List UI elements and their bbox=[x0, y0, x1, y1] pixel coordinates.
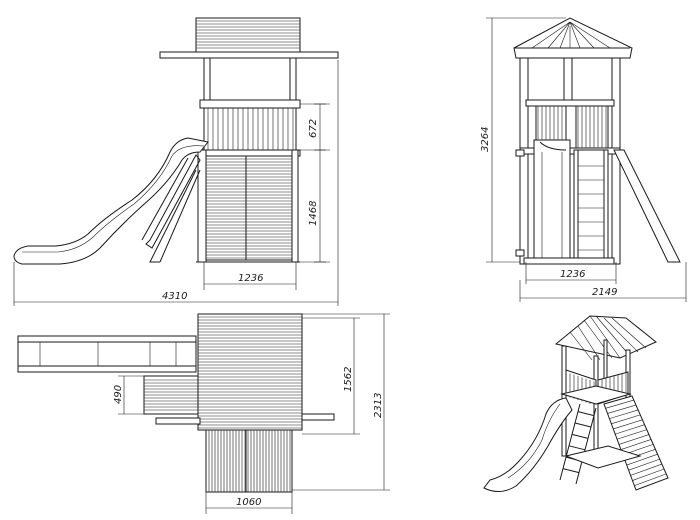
front-post-left bbox=[519, 57, 529, 265]
side-lower-boards bbox=[204, 158, 296, 259]
hatch-line bbox=[628, 458, 660, 471]
side-upper-wall bbox=[203, 107, 297, 153]
dim-1562: 1562 bbox=[343, 367, 354, 392]
hatch-line bbox=[626, 453, 658, 466]
iso-rail-boards bbox=[569, 372, 627, 406]
hatch-line bbox=[620, 439, 652, 450]
iso-ramp-slats bbox=[605, 399, 667, 486]
side-view: 672 1468 1236 4310 bbox=[13, 17, 339, 306]
side-post-left bbox=[197, 149, 207, 263]
side-slide bbox=[13, 137, 209, 265]
front-base bbox=[523, 257, 615, 265]
dim-1060: 1060 bbox=[236, 497, 261, 508]
hatch-line bbox=[615, 424, 645, 435]
hatch-line bbox=[568, 445, 586, 451]
side-upper-rail bbox=[199, 99, 301, 109]
dim-2149: 2149 bbox=[592, 287, 617, 298]
iso-ramp bbox=[603, 395, 669, 491]
side-roof-eave bbox=[159, 51, 339, 59]
front-ladder-rungs bbox=[578, 165, 604, 251]
front-ladder bbox=[573, 149, 609, 261]
hatch-line bbox=[605, 399, 634, 409]
front-view: 3264 1236 2149 bbox=[480, 17, 687, 302]
dim-3264: 3264 bbox=[480, 127, 491, 152]
hatch-line bbox=[630, 463, 662, 476]
hatch-line bbox=[611, 414, 641, 425]
hatch-line bbox=[577, 411, 595, 417]
hatch-line bbox=[632, 468, 665, 481]
top-slide bbox=[17, 335, 197, 373]
top-ramp bbox=[205, 429, 293, 493]
dim-4310: 4310 bbox=[162, 291, 187, 302]
front-post-mid bbox=[563, 57, 573, 105]
side-post-left-upper bbox=[203, 57, 211, 105]
top-view: 490 1562 2313 1060 bbox=[17, 313, 390, 514]
hatch-line bbox=[562, 468, 580, 474]
front-upper-rail bbox=[525, 99, 615, 107]
dim-side-1236: 1236 bbox=[238, 273, 263, 284]
dim-1468: 1468 bbox=[308, 201, 319, 226]
top-step-slats bbox=[144, 379, 198, 411]
front-upper-wall-right bbox=[575, 105, 609, 151]
top-tower-roof bbox=[197, 313, 303, 431]
hatch-line bbox=[574, 422, 592, 428]
isometric-view bbox=[483, 315, 669, 492]
dim-2313: 2313 bbox=[373, 393, 384, 418]
side-post-right bbox=[291, 149, 299, 263]
side-roof-slats bbox=[196, 20, 300, 49]
hatch-line bbox=[571, 433, 589, 439]
side-post-right-upper bbox=[289, 57, 297, 105]
hatch-line bbox=[607, 404, 637, 414]
side-upper-boards bbox=[207, 108, 294, 150]
dim-490: 490 bbox=[113, 385, 124, 404]
front-dims: 3264 1236 2149 bbox=[480, 17, 687, 302]
hatch-line bbox=[613, 419, 643, 430]
hatch-line bbox=[618, 434, 650, 445]
hatch-line bbox=[609, 409, 639, 419]
side-dims: 672 1468 1236 4310 bbox=[13, 60, 339, 306]
side-lower-wall bbox=[203, 155, 297, 261]
side-platform bbox=[199, 149, 301, 157]
hatch-line bbox=[617, 429, 647, 440]
front-slide bbox=[533, 139, 571, 265]
front-ramp bbox=[613, 149, 681, 263]
top-roof-slats bbox=[198, 316, 302, 429]
top-ramp-slats bbox=[208, 430, 291, 492]
iso-slide bbox=[483, 397, 573, 492]
dim-672: 672 bbox=[308, 119, 319, 138]
side-slide-rail bbox=[145, 154, 201, 249]
hatch-line bbox=[634, 473, 667, 486]
dim-front-1236: 1236 bbox=[560, 269, 585, 280]
side-roof bbox=[195, 17, 301, 53]
top-dims: 490 1562 2313 1060 bbox=[113, 313, 390, 514]
iso-ladder bbox=[559, 403, 597, 485]
